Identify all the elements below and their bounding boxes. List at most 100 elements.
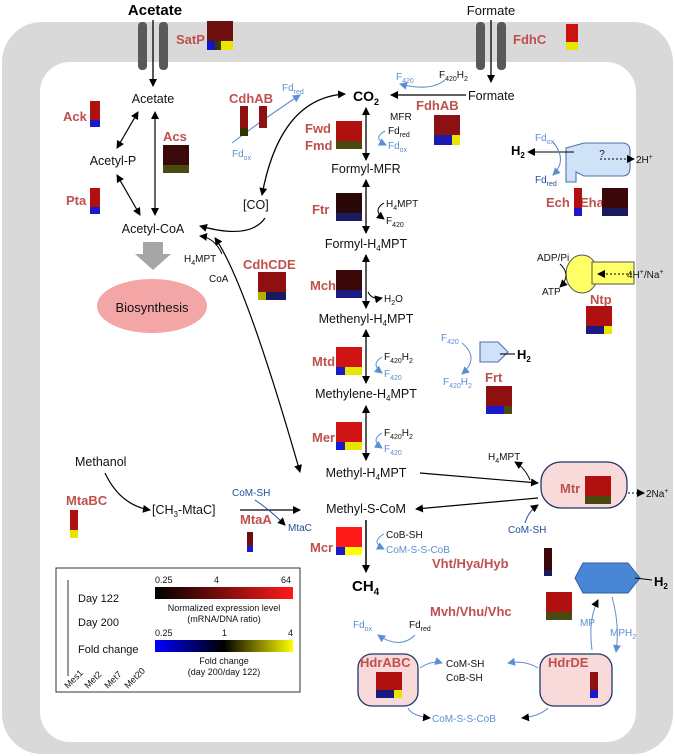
mcr-comsscob-label: CoM-S-S-CoB [386,545,450,556]
hydrogenase-hexagon [574,562,641,594]
enzyme-eha: Eha [580,195,605,210]
legend-fold-max: 4 [288,628,293,638]
mcr-cobsh-label: CoB-SH [386,530,423,541]
mtr-na-label: 2Na+ [646,488,668,500]
legend-fold-title: Fold change [199,656,249,666]
heatmap-pta [90,188,100,214]
mtabc-arrow [104,472,151,513]
metabolite-co2: CO2 [353,88,379,107]
ftr-h4mpt-label: H4MPT [386,199,418,212]
vht-mp-label: MP [580,618,595,629]
metabolite-methylene-h4mpt: Methylene-H4MPT [315,387,417,403]
hdrabc-in-arrow [407,707,431,722]
frt-f420-label: F420 [441,333,459,346]
enzyme-mcr: Mcr [310,540,333,555]
enzyme-pta: Pta [66,193,87,208]
enzyme-mvh: Mvh/Vhu/Vhc [430,604,512,619]
heatmap-mtd [336,347,362,375]
hdrabc-out-arrow [419,657,443,669]
mch-h2o-label: H2O [384,294,403,307]
legend-expr-min: 0.25 [155,575,173,585]
heatmap-fdhab [434,115,460,145]
enzyme-ntp: Ntp [590,292,612,307]
metabolite-ch4: CH4 [352,578,380,598]
frt-side-arrow [461,342,472,375]
enzyme-fwd: Fwd [305,121,331,136]
heatmap-mcr [336,527,362,555]
fdh-f420-arrow [399,79,446,90]
legend-day200: Day 200 [78,617,119,629]
ech-fd-arrow [552,141,561,176]
pta-arrow [116,174,141,216]
enzyme-hdrde: HdrDE [548,655,589,670]
enzyme-satp: SatP [176,32,205,47]
enzyme-fmd: Fmd [305,138,333,153]
heatmap-mer [336,422,362,450]
ftr-f420-label: F420 [386,216,404,229]
heatmap-mtaa [247,532,253,552]
enzyme-cdhcde: CdhCDE [243,257,296,272]
enzyme-mer: Mer [312,430,335,445]
enzyme-acs: Acs [163,129,187,144]
enzyme-ech: Ech [546,195,570,210]
heatmap-fdhc [566,24,578,50]
frt-h2-label: H2 [517,347,531,364]
mtr-in-arrow [419,472,539,487]
mtd-f420-label: F420 [384,369,402,382]
enzyme-mch: Mch [310,278,336,293]
legend-fold-gradient [155,640,293,652]
vht-h2-label: H2 [654,574,668,591]
ntp-atp-label: ATP [542,287,561,298]
mtr-comsh-arrow [524,504,539,524]
frt-complex [479,341,509,363]
enzyme-mtd: Mtd [312,354,335,369]
fdhc-channel-right [497,22,506,70]
cdhab-arrow [259,90,346,196]
fdh-f420h2-label: F420H2 [439,70,468,83]
mtr-comsh-label: CoM-SH [508,525,546,536]
enzyme-vht: Vht/Hya/Hyb [432,556,509,571]
enzyme-mtaa: MtaA [240,512,272,527]
hdrde-out-arrow [507,657,539,669]
heatmap-frt [486,386,512,414]
fwd-fd-arrow [377,130,387,146]
enzyme-cdhab: CdhAB [229,91,273,106]
legend-fold-sub: (day 200/day 122) [188,667,261,677]
fdh-f420-label: F420 [396,72,414,85]
biosynthesis-arrow [135,242,171,270]
hdr-cobsh-label: CoB-SH [446,673,483,684]
metabolite-ch3-mtac: [CH3-MtaC] [152,503,215,519]
enzyme-mtabc: MtaBC [66,493,108,508]
vht-mp-arrow [590,599,599,651]
mtr-h4mpt-label: H4MPT [488,452,520,465]
cdhcde-h4mpt-arrow [199,232,223,255]
fwd-fdox-label: Fdox [388,141,408,154]
vht-mph2-label: MPH2 [610,628,636,641]
fwd-fdred-label: Fdred [388,126,410,139]
outer-formate-label: Formate [467,3,515,18]
ech-h2-label: H2 [511,143,525,160]
metabolite-acetyl-p: Acetyl-P [90,154,137,168]
hdrabc-fd-arrow [377,634,416,643]
mer-side-arrow [373,432,383,449]
ech-fdox-label: Fdox [535,133,555,146]
mer-f420-label: F420 [384,444,402,457]
ftr-side-arrow [376,202,385,220]
legend-expr-mid: 4 [214,575,219,585]
ack-arrow [116,111,139,149]
legend-expr-gradient [155,587,293,599]
ech-question-label: ? [599,149,605,160]
cdhcde-h4mpt-label: H4MPT [184,254,216,267]
heatmap-ntp [586,306,612,334]
hdrabc-fdred-label: Fdred [409,620,431,633]
satp-channel-right [159,22,168,70]
metabolite-co: [CO] [243,198,269,212]
mtd-f420h2-label: F420H2 [384,352,413,365]
heatmap-ack [90,101,100,127]
cdhab-fdred-label: Fdred [282,83,304,96]
heatmap-eha [602,188,628,216]
heatmap-hdrde [590,672,598,698]
biosynthesis-label: Biosynthesis [116,300,189,315]
mcr-side-arrow [375,533,385,550]
ech-2h-label: 2H+ [636,154,653,166]
